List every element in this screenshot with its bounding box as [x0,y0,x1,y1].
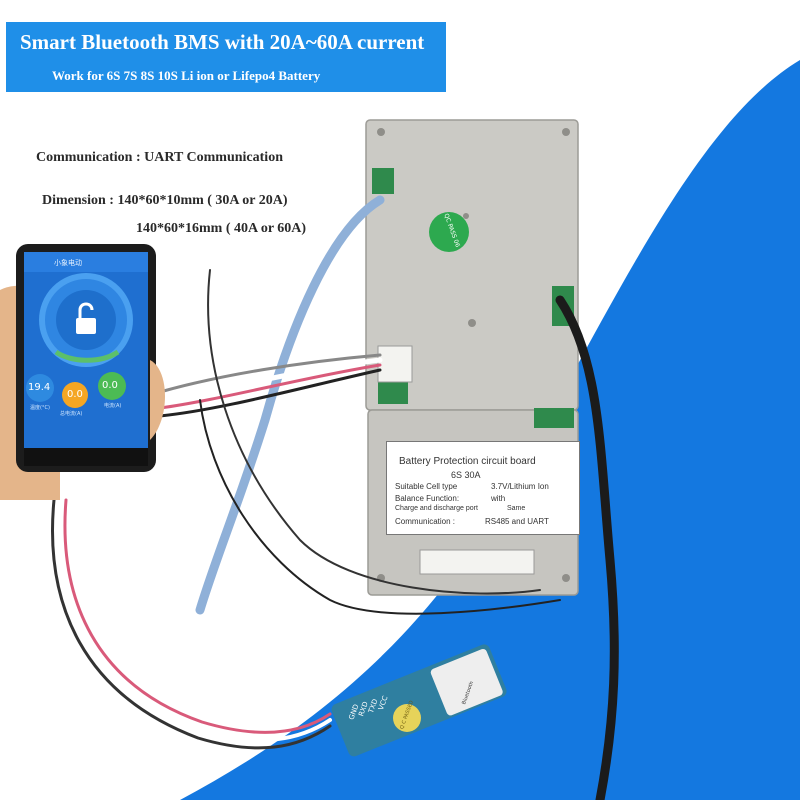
phone-readout-value: 0.0 [67,389,83,400]
pcb-label-heading: Battery Protection circuit board [399,456,536,467]
headline-title: Smart Bluetooth BMS with 20A~60A current [20,30,425,54]
cables [51,195,619,800]
smartphone [0,244,165,500]
pcb-label-row-value: Same [507,505,526,512]
blue-swoosh [180,60,800,800]
phone-readout-value: 19.4 [28,382,51,393]
unlock-icon [76,318,96,334]
spec-communication: Communication : UART Communication [36,150,283,165]
pcb-label-row-value: with [491,494,506,503]
phone-readout-label: 温度(°C) [30,405,50,411]
pcb-label-row-key: Balance Function: [395,494,460,503]
spec-dimension-2: 140*60*16mm ( 40A or 60A) [136,221,307,236]
pcb-label-row-key: Suitable Cell type [395,482,458,491]
spec-dimension-1: Dimension : 140*60*10mm ( 30A or 20A) [42,193,288,208]
bluetooth-module [331,644,507,757]
pcb-spec-label: Battery Protection circuit board 6S 30A … [386,441,580,535]
phone-readout-value: 0.0 [102,380,118,391]
pcb-label-row-key: Charge and discharge port [395,505,478,512]
phone-app-title: 小象电动 [54,259,82,267]
pcb-label-row-value: 3.7V/Lithium Ion [491,482,549,491]
pcb-label-row-key: Communication : [395,517,456,526]
headline-banner [6,22,446,92]
headline-subtitle: Work for 6S 7S 8S 10S Li ion or Lifepo4 … [52,68,321,83]
phone-readout-label: 电流(A) [104,403,122,409]
pcb-label-row-value: RS485 and UART [485,517,549,526]
phone-readout-label: 总电流(A) [60,411,83,417]
pcb-label-caption: 6S 30A [451,470,481,480]
